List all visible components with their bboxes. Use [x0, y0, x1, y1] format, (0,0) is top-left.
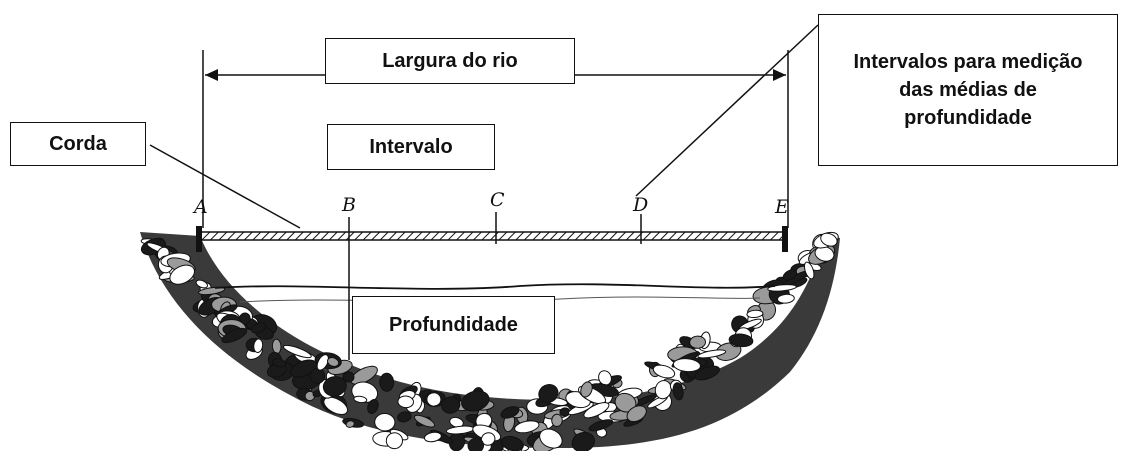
point-c-label: C	[490, 189, 505, 211]
riverbed-rock	[728, 333, 754, 348]
riverbed-rock	[353, 395, 368, 404]
riverbed-rock	[598, 370, 612, 386]
point-d-label: D	[632, 194, 648, 216]
point-markers	[348, 212, 642, 360]
riverbed-rock	[697, 349, 727, 359]
riverbed-rock	[588, 419, 614, 432]
riverbed-rock	[413, 414, 436, 428]
riverbed-rock	[652, 364, 676, 379]
riverbed-rock	[820, 232, 838, 247]
riverbed-rock	[374, 412, 396, 432]
riverbed-rock	[746, 309, 764, 319]
riverbed-rock	[326, 357, 340, 367]
rope	[196, 226, 788, 252]
riverbed-rock	[342, 371, 355, 383]
riverbed-rock	[654, 379, 672, 400]
riverbed-rock	[271, 358, 287, 368]
riverbed-rock	[538, 384, 559, 403]
riverbed-rock	[514, 420, 540, 434]
rope-label: Corda	[10, 122, 146, 166]
riverbed	[140, 231, 840, 456]
measurement-intervals-line-1: Intervalos para medição	[853, 51, 1083, 73]
riverbed-rock	[379, 372, 395, 392]
riverbed-rock	[782, 269, 798, 281]
point-a-label: A	[192, 196, 208, 218]
riverbed-rock	[385, 432, 403, 450]
depth-label: Profundidade	[352, 296, 555, 354]
riverbed-rock	[689, 335, 706, 349]
riverbed-rock	[345, 420, 355, 428]
riverbed-rock	[583, 402, 610, 419]
measurement-intervals-line-3: profundidade	[904, 107, 1032, 129]
point-e-label: E	[774, 196, 789, 218]
riverbed-rock	[195, 279, 208, 289]
point-b-label: B	[341, 194, 356, 216]
riverbed-rock	[397, 411, 412, 423]
riverbed-rock	[367, 399, 379, 414]
riverbed-rock	[580, 381, 593, 398]
riverbed-rock	[221, 327, 248, 344]
riverbed-rock	[672, 358, 701, 373]
riverbed-rock	[322, 376, 347, 397]
riverbed-rocks	[140, 231, 839, 456]
riverbed-rock	[500, 435, 524, 452]
interval-label: Intervalo	[327, 124, 495, 170]
riverbed-rock	[626, 405, 647, 423]
riverbed-rock	[500, 406, 520, 419]
riverbed-rock	[250, 322, 267, 334]
riverbed-rock	[539, 428, 563, 449]
riverbed-rock	[316, 354, 329, 371]
riverbed-rock	[777, 293, 795, 304]
riverbed-rock	[169, 264, 195, 285]
river-width-label: Largura do rio	[325, 38, 575, 84]
riverbed-rock	[694, 365, 720, 381]
riverbed-rock	[441, 396, 461, 414]
riverbed-rock	[198, 286, 226, 296]
riverbed-rock	[397, 395, 414, 409]
riverbed-rock	[423, 431, 442, 443]
rope-leader-line	[149, 144, 301, 229]
riverbed-rock	[551, 413, 563, 427]
riverbed-rock	[803, 261, 815, 280]
riverbed-rock	[283, 344, 312, 359]
riverbed-rock	[253, 338, 264, 353]
measurement-intervals-label: Intervalos para medição das médias de pr…	[818, 14, 1118, 166]
water-surface-line	[214, 283, 776, 290]
intervals-leader-line	[635, 24, 819, 197]
riverbed-rock	[323, 396, 349, 415]
riverbed-rock	[672, 382, 684, 401]
riverbed-rock	[461, 390, 490, 412]
riverbed-rock	[426, 392, 442, 407]
measurement-intervals-line-2: das médias de	[899, 79, 1037, 101]
riverbed-rock	[350, 365, 378, 385]
